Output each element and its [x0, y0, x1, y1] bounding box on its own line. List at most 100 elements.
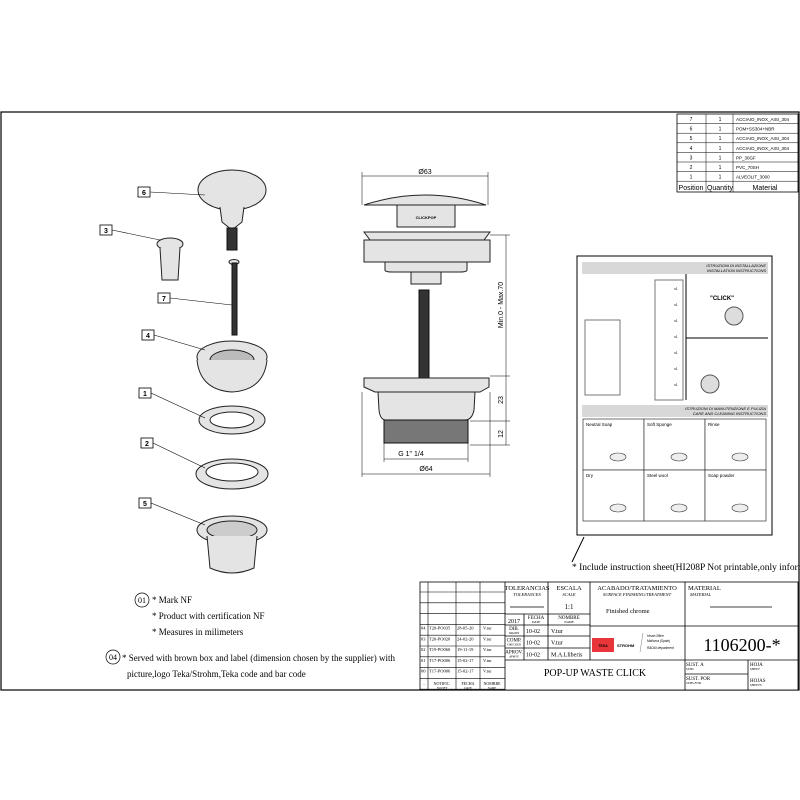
care-step-panel [643, 418, 706, 471]
cap-part [197, 169, 267, 211]
rev-name: V.tur [483, 658, 492, 663]
row-material: ACCIAIO_INOX_AISI_304 [736, 136, 790, 141]
dim-cap-diameter: Ø63 [418, 169, 431, 176]
notes: 01 * Mark NF * Product with certificatio… [105, 592, 395, 679]
rev-name: V.tur [483, 669, 492, 674]
care-header-it: ISTRUZIONI DI MANUTENZIONE E PULIZIA [685, 406, 766, 411]
row-material: ACCIAIO_INOX_AISI_304 [736, 117, 790, 122]
sust-a-label: SUST. A [686, 663, 704, 668]
instruction-sheet: ISTRUZIONI DI INSTALLAZIONE INSTALLATION… [571, 255, 800, 573]
care-step-panel [704, 418, 767, 471]
hojas-label-en: SHEETS [750, 683, 762, 687]
note-tag-04: 04 [109, 653, 117, 662]
row-material: PVC_70SH [736, 165, 759, 170]
rev-header-name: NOMBRE [483, 681, 501, 686]
waste-cap-icon [609, 452, 627, 462]
note-line: * Measures in milimeters [152, 627, 244, 637]
sust-por-label-en: SUBS.FOR [686, 681, 701, 685]
signoff-date: 10-02 [526, 652, 540, 658]
waste-cap-icon [670, 503, 688, 513]
rev-number: 01 [421, 658, 426, 663]
nombre-header-en: NAME [563, 620, 574, 624]
signoff-role: APROV. [505, 650, 523, 655]
note-line: picture,logo Teka/Strohm,Teka code and b… [127, 669, 306, 679]
care-step-panel [582, 418, 645, 471]
waste-cap-icon [609, 503, 627, 513]
instruction-footnote: * Include instruction sheet(HI208P Not p… [572, 562, 800, 573]
cap-thread [226, 227, 238, 251]
care-header-en: CARE AND CLEANING INSTRUCTIONS [693, 411, 767, 416]
teka-logo [592, 638, 614, 652]
dim-thread: G 1" 1/4 [398, 451, 424, 458]
signoff-date: 10-02 [526, 641, 540, 647]
care-step-panel [704, 469, 767, 522]
hoja-label: HOJA [750, 663, 763, 668]
sust-por-label: SUST. POR [686, 677, 711, 682]
section-cap [363, 194, 487, 206]
rev-name: V.tur [483, 647, 492, 652]
install-header-it: ISTRUZIONI DI INSTALLAZIONE [706, 263, 766, 268]
care-step-label: Dry [586, 473, 594, 478]
header-material: Material [753, 185, 778, 192]
drawing-title: POP-UP WASTE CLICK [544, 668, 647, 679]
rev-date: 19-11-19 [457, 647, 474, 652]
rev-header-n: - [423, 682, 425, 687]
row-position: 4 [690, 146, 693, 152]
section-screw [418, 289, 430, 379]
sust-a-label-en: SUBS [686, 667, 694, 671]
office-line: Head Office [647, 634, 664, 638]
header-quantity: Quantity [707, 185, 734, 192]
qty-label: x1 [674, 383, 678, 387]
material-label-en: MATERIAL [689, 592, 712, 597]
signoff-role-en: APROV. [508, 654, 520, 658]
rev-header-date-en: DATE [463, 686, 472, 690]
office-line: Mallorca (Spain) [647, 639, 670, 643]
row-quantity: 1 [719, 117, 722, 123]
waste-cap-icon [731, 503, 749, 513]
scale-label: ESCALA [556, 585, 582, 592]
header-position: Position [679, 185, 704, 192]
signoff-name: M.A.Lliberis [551, 652, 583, 658]
rev-date: 24-02-20 [457, 636, 474, 641]
dim-height-range: Min.0 - Max.70 [498, 282, 505, 328]
rev-code: T17-PO006 [429, 658, 451, 663]
row-position: 3 [690, 155, 693, 161]
qty-label: x1 [674, 319, 678, 323]
rev-number: 02 [421, 647, 426, 652]
screw-part [231, 262, 238, 336]
care-step-label: Soap powder [708, 473, 735, 478]
waste-cap-icon [731, 452, 749, 462]
rev-number: 04 [421, 626, 426, 631]
hoja-label-en: SHEET [750, 667, 761, 671]
row-position: 6 [690, 127, 693, 133]
callout-number: 4 [146, 333, 150, 340]
row-material: ACCIAIO_INOX_AISI_304 [736, 146, 790, 151]
rev-header-date: FECHA [461, 681, 474, 686]
note-line: * Product with certification NF [152, 611, 264, 621]
care-step-label: Steel wool [647, 473, 668, 478]
section-body [363, 377, 490, 393]
section-flange [363, 239, 491, 263]
waste-cap-icon [670, 452, 688, 462]
fecha-header: FECHA [528, 616, 545, 621]
callout-number: 7 [162, 296, 166, 303]
row-position: 1 [690, 175, 693, 181]
rev-number: 00 [421, 669, 426, 674]
fecha-header-en: DATE [531, 620, 541, 624]
row-material: PP_30GF [736, 155, 756, 160]
office-line: R&D&I department [647, 646, 674, 650]
